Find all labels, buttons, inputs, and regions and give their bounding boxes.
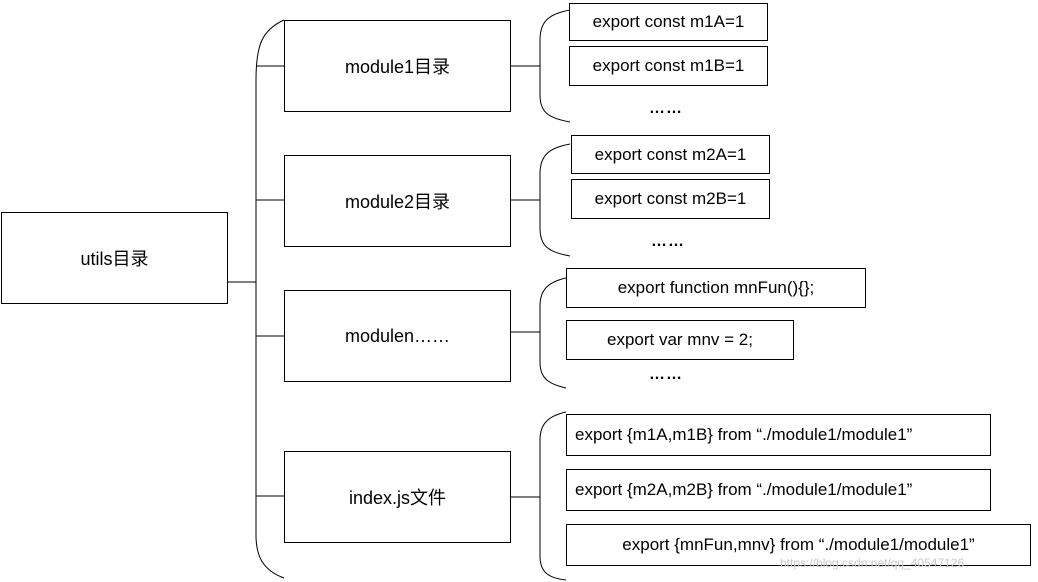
module1-item-2: export const m1B=1 <box>569 46 768 86</box>
modulen-item-2: export var mnv = 2; <box>566 320 794 360</box>
modulen-item-2-text: export var mnv = 2; <box>607 330 753 349</box>
root-node: utils目录 <box>1 212 228 304</box>
index-item-1-text: export {m1A,m1B} from “./module1/module1… <box>575 425 913 444</box>
module2-item-1-text: export const m2A=1 <box>594 144 747 164</box>
module1-ellipsis: …… <box>649 100 683 117</box>
modulen-item-1: export function mnFun(){}; <box>566 268 866 308</box>
module1-item-1-text: export const m1A=1 <box>592 12 745 31</box>
watermark: https://blog.csdn.net/qq_40547126 <box>780 556 965 570</box>
module1-node: module1目录 <box>284 20 511 112</box>
module2-item-1: export const m2A=1 <box>571 135 770 174</box>
index-item-2-text: export {m2A,m2B} from “./module1/module1… <box>575 480 913 499</box>
modulen-ellipsis: …… <box>649 366 683 383</box>
index-js-node: index.js文件 <box>284 451 511 543</box>
index-item-2: export {m2A,m2B} from “./module1/module1… <box>566 469 991 511</box>
index-js-label: index.js文件 <box>348 488 447 508</box>
module1-item-2-text: export const m1B=1 <box>592 56 745 75</box>
module1-item-1: export const m1A=1 <box>569 3 768 41</box>
modulen-label: modulen…… <box>344 325 451 346</box>
index-item-3-text: export {mnFun,mnv} from “./module1/modul… <box>622 535 975 554</box>
index-item-1: export {m1A,m1B} from “./module1/module1… <box>566 414 991 456</box>
module2-ellipsis: …… <box>651 233 685 250</box>
modulen-item-1-text: export function mnFun(){}; <box>617 278 815 297</box>
module1-label: module1目录 <box>344 57 451 77</box>
modulen-node: modulen…… <box>284 290 511 382</box>
module2-item-2: export const m2B=1 <box>571 179 770 219</box>
module2-node: module2目录 <box>284 155 511 247</box>
index-item-3: export {mnFun,mnv} from “./module1/modul… <box>566 524 1031 566</box>
root-label: utils目录 <box>80 249 149 269</box>
module2-label: module2目录 <box>344 192 451 212</box>
module2-item-2-text: export const m2B=1 <box>594 189 747 208</box>
